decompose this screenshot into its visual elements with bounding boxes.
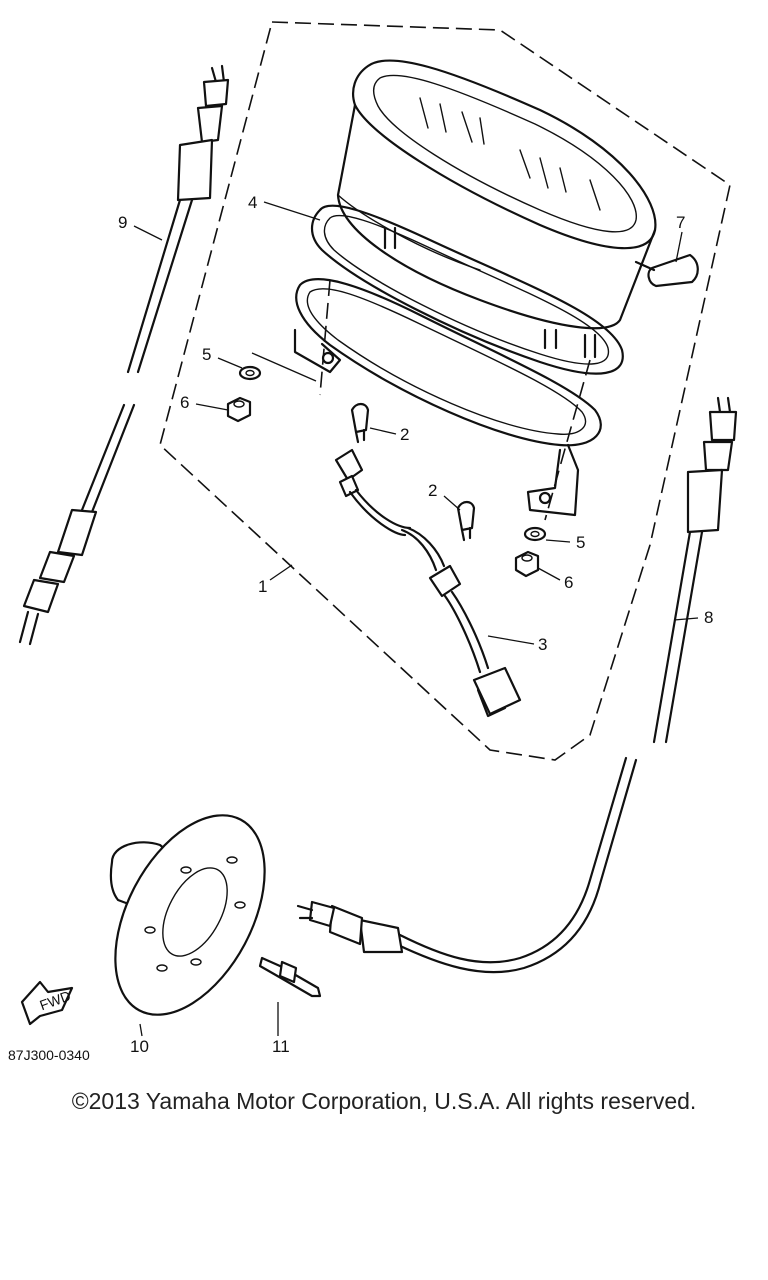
leader-5b	[545, 539, 571, 543]
cable-speedo	[296, 396, 738, 974]
copyright-notice: ©2013 Yamaha Motor Corporation, U.S.A. A…	[71, 1088, 697, 1114]
nut-left	[226, 396, 252, 423]
callout-11: 11	[272, 1037, 290, 1056]
wire-harness	[334, 448, 522, 718]
parts-diagram-svg: FWD 1 2 2 3 4 5 5 6 6 7 8 9 10 11 87J300…	[8, 21, 738, 1063]
reset-knob	[634, 253, 699, 288]
nut-right	[514, 550, 540, 578]
leader-1	[269, 564, 293, 581]
assembly-boundary	[159, 21, 731, 761]
leader-6a	[195, 403, 229, 411]
leader-2b	[443, 495, 461, 511]
callout-6-right: 6	[564, 573, 573, 592]
callout-9: 9	[118, 213, 127, 232]
callout-8: 8	[704, 608, 713, 627]
bulb-upper	[350, 402, 370, 444]
washer-left	[238, 365, 262, 381]
fwd-arrow-icon: FWD	[20, 980, 74, 1026]
washer-right	[523, 526, 547, 542]
callout-10: 10	[130, 1037, 149, 1056]
callout-2-upper: 2	[400, 425, 409, 444]
drive-pin	[258, 956, 322, 998]
callout-5-right: 5	[576, 533, 585, 552]
leader-8	[673, 617, 699, 621]
callout-4: 4	[248, 193, 257, 212]
bottom-cover	[293, 278, 602, 517]
guide-line-right	[544, 359, 591, 521]
callout-6-left: 6	[180, 393, 189, 412]
guide-line-left	[319, 279, 331, 396]
leader-2a	[369, 427, 397, 435]
drawing-code: 87J300-0340	[8, 1047, 90, 1063]
leader-9	[133, 225, 163, 241]
leader-6b	[537, 567, 561, 581]
callout-3: 3	[538, 635, 547, 654]
leader-5a	[217, 357, 243, 369]
gasket	[310, 204, 624, 375]
drive-plate	[109, 814, 266, 1016]
leader-10	[139, 1023, 143, 1037]
guide-line-nut	[251, 352, 317, 382]
bulb-lower	[456, 500, 476, 542]
leader-3	[487, 635, 535, 645]
meter-housing	[336, 59, 657, 359]
callout-1: 1	[258, 577, 267, 596]
callout-5-left: 5	[202, 345, 211, 364]
callout-2-lower: 2	[428, 481, 437, 500]
leader-4	[263, 201, 321, 221]
cable-tacho	[18, 64, 230, 646]
leader-7	[675, 231, 683, 263]
callout-7: 7	[676, 213, 685, 232]
